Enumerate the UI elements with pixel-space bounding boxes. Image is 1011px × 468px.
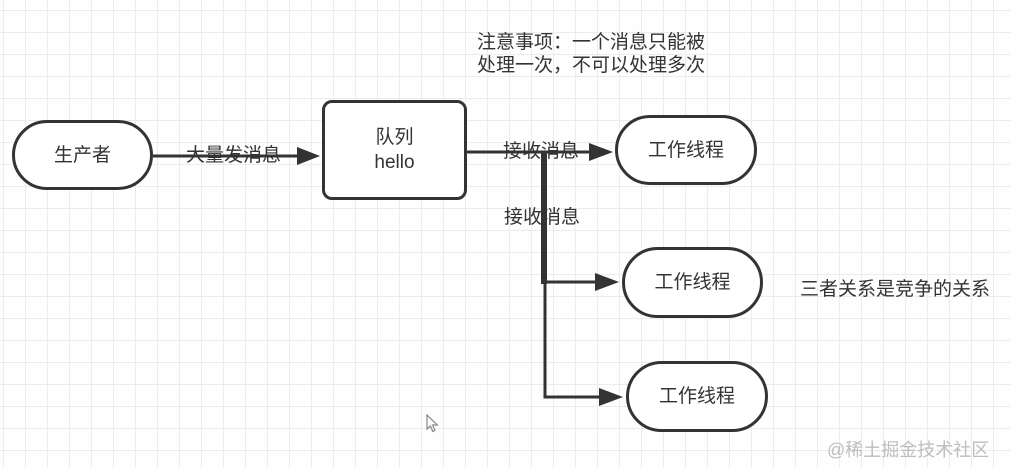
note-top: 注意事项：一个消息只能被 处理一次，不可以处理多次 <box>477 31 727 77</box>
annotation-relation: 三者关系是竞争的关系 <box>800 279 991 300</box>
edge-receive1-arrowhead <box>589 143 613 161</box>
node-worker2: 工作线程 <box>622 247 763 318</box>
watermark: @稀土掘金技术社区 <box>827 440 990 460</box>
note-top-line2: 处理一次，不可以处理多次 <box>477 55 706 76</box>
edge-branch-worker3-arrowhead <box>599 388 623 406</box>
edge-produce-arrowhead <box>297 147 320 165</box>
node-worker1-label: 工作线程 <box>647 139 724 161</box>
mouse-cursor-icon <box>426 414 439 433</box>
edge-label-produce: 大量发消息 <box>186 145 282 166</box>
node-worker3: 工作线程 <box>626 361 768 432</box>
node-worker2-label: 工作线程 <box>654 272 731 293</box>
edge-label-receive1: 接收消息 <box>503 141 580 162</box>
note-top-line1: 注意事项：一个消息只能被 <box>477 32 706 53</box>
node-worker1: 工作线程 <box>615 115 757 185</box>
edge-label-receive2: 接收消息 <box>504 207 581 228</box>
node-queue-label-line2: hello <box>374 152 415 173</box>
node-queue: 队列 hello <box>322 100 467 200</box>
edge-branch-worker2-arrowhead <box>595 273 619 291</box>
node-worker3-label: 工作线程 <box>658 386 735 407</box>
node-queue-label-line1: 队列 <box>375 127 414 148</box>
node-producer-label: 生产者 <box>53 144 111 166</box>
node-producer: 生产者 <box>12 120 153 190</box>
